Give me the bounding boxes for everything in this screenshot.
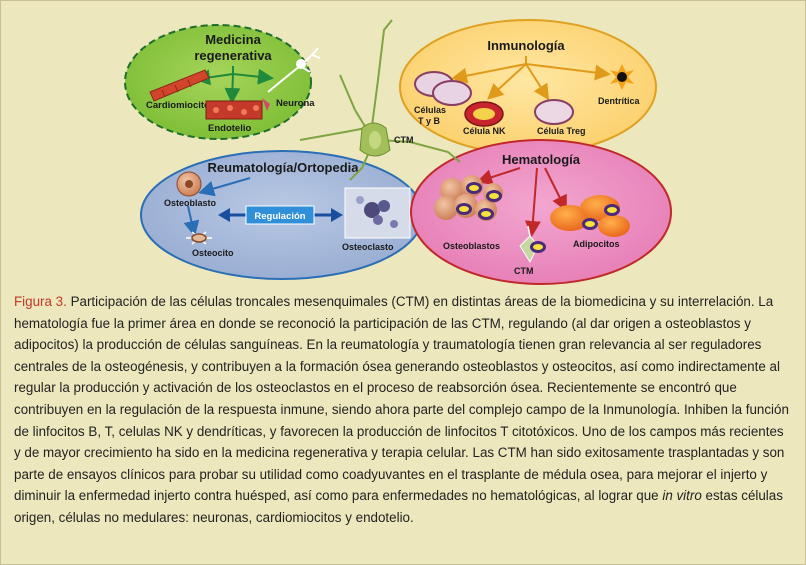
- celulas-label-line1: Células: [414, 105, 446, 115]
- osteoblastos-icon: [434, 175, 503, 221]
- cardiomiocito-label: Cardiomiocito: [146, 100, 210, 111]
- neurona-label: Neurona: [276, 98, 315, 109]
- reumatologia-ellipse: Reumatología/Ortopedia Osteoblasto Osteo…: [140, 150, 424, 280]
- dendritica-label: Dentrítica: [598, 96, 641, 106]
- neurona-icon: [267, 47, 321, 93]
- celula-nk-icon: [464, 101, 504, 127]
- caption-italic-in-vitro: in vitro: [662, 488, 702, 504]
- cardiomiocito-icon: [149, 69, 210, 102]
- regulacion-box: Regulación: [218, 205, 343, 225]
- endotelio-label: Endotelio: [208, 123, 251, 134]
- hematologia-ctm-label: CTM: [514, 266, 534, 276]
- celula-treg-label: Célula Treg: [537, 126, 586, 136]
- medicina-title-line2: regenerativa: [194, 48, 272, 63]
- dendritica-icon: [610, 64, 634, 90]
- regulacion-label: Regulación: [254, 211, 305, 222]
- endotelio-icon: [205, 100, 263, 120]
- osteoclasto-label: Osteoclasto: [342, 242, 394, 252]
- celula-nk-label: Célula NK: [463, 126, 506, 136]
- celula-treg-icon: [534, 99, 574, 125]
- osteocito-label: Osteocito: [192, 248, 234, 258]
- osteoclasto-image: [344, 187, 411, 239]
- osteoblasto-icon: [176, 171, 202, 197]
- celulas-label-line2: T y B: [418, 116, 441, 126]
- celulas-t-b-icon: [414, 71, 472, 106]
- osteoblastos-label: Osteoblastos: [443, 241, 500, 251]
- hematologia-title: Hematología: [502, 152, 581, 167]
- ctm-small-icon: [519, 225, 546, 264]
- ctm-diagram: Medicina regenerativa Cardiomiocito Neur…: [124, 19, 672, 285]
- inmunologia-ellipse: Inmunología Células T y B Célula NK Célu…: [399, 19, 657, 155]
- adipocitos-icon: [550, 195, 630, 237]
- figure-label: Figura 3.: [14, 294, 67, 309]
- reumatologia-title: Reumatología/Ortopedia: [208, 160, 360, 175]
- adipocitos-label: Adipocitos: [573, 239, 620, 249]
- osteoblasto-label: Osteoblasto: [164, 198, 217, 208]
- figure-caption: Figura 3. Participación de las células t…: [14, 291, 792, 529]
- ctm-central-cell-icon: [299, 19, 461, 181]
- inmunologia-title: Inmunología: [487, 38, 565, 53]
- ctm-center-label: CTM: [394, 135, 414, 145]
- caption-text-part2: estas células origen, células no medular…: [14, 488, 783, 525]
- medicina-regenerativa-ellipse: Medicina regenerativa Cardiomiocito Neur…: [124, 24, 321, 140]
- osteocito-icon: [186, 231, 212, 245]
- medicina-title-line1: Medicina: [205, 32, 261, 47]
- neurona-pink-cell: [262, 98, 270, 111]
- hematologia-ellipse: Hematología Osteoblastos CTM Adipocito: [410, 139, 672, 285]
- caption-text-part1: Participación de las células troncales m…: [14, 294, 789, 504]
